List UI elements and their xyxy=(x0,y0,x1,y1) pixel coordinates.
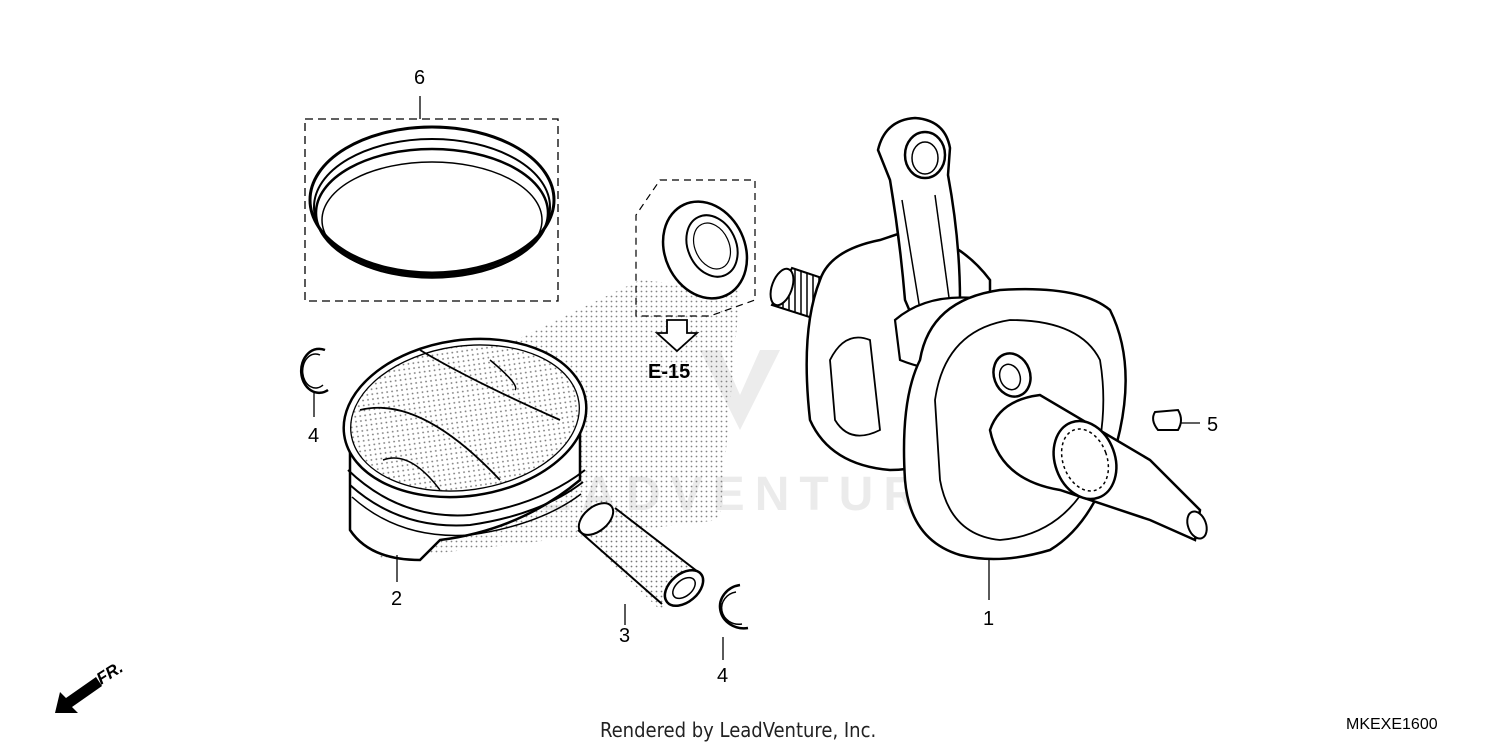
piston-pin-clip-right: 4 xyxy=(717,583,749,687)
front-direction-indicator: FR. xyxy=(55,658,126,713)
front-arrow-icon xyxy=(55,677,102,713)
callout-key: 5 xyxy=(1207,414,1218,436)
piston: 2 xyxy=(342,337,588,610)
arrow-down-icon xyxy=(654,319,700,353)
woodruff-key: 5 xyxy=(1152,408,1218,436)
callout-clip-left: 4 xyxy=(308,425,319,447)
callout-piston-pin: 3 xyxy=(619,625,630,647)
piston-pin: 3 xyxy=(577,502,705,647)
callout-piston: 2 xyxy=(391,588,402,610)
bearing-frame xyxy=(635,179,756,317)
callout-ring-set: 6 xyxy=(414,67,425,89)
crankshaft: 1 xyxy=(769,116,1208,630)
ring-set-frame xyxy=(304,118,559,302)
callout-crankshaft: 1 xyxy=(983,608,994,630)
diagram-code: MKEXE1600 xyxy=(1346,716,1438,733)
reference-label: E-15 xyxy=(648,361,690,383)
reference-arrow: E-15 xyxy=(648,319,700,383)
piston-pin-clip-left: 4 xyxy=(299,347,329,447)
piston-ring-set: 6 xyxy=(304,67,559,302)
footer-credit: Rendered by LeadVenture, Inc. xyxy=(600,718,877,742)
bearing xyxy=(635,179,756,317)
callout-clip-right: 4 xyxy=(717,665,728,687)
